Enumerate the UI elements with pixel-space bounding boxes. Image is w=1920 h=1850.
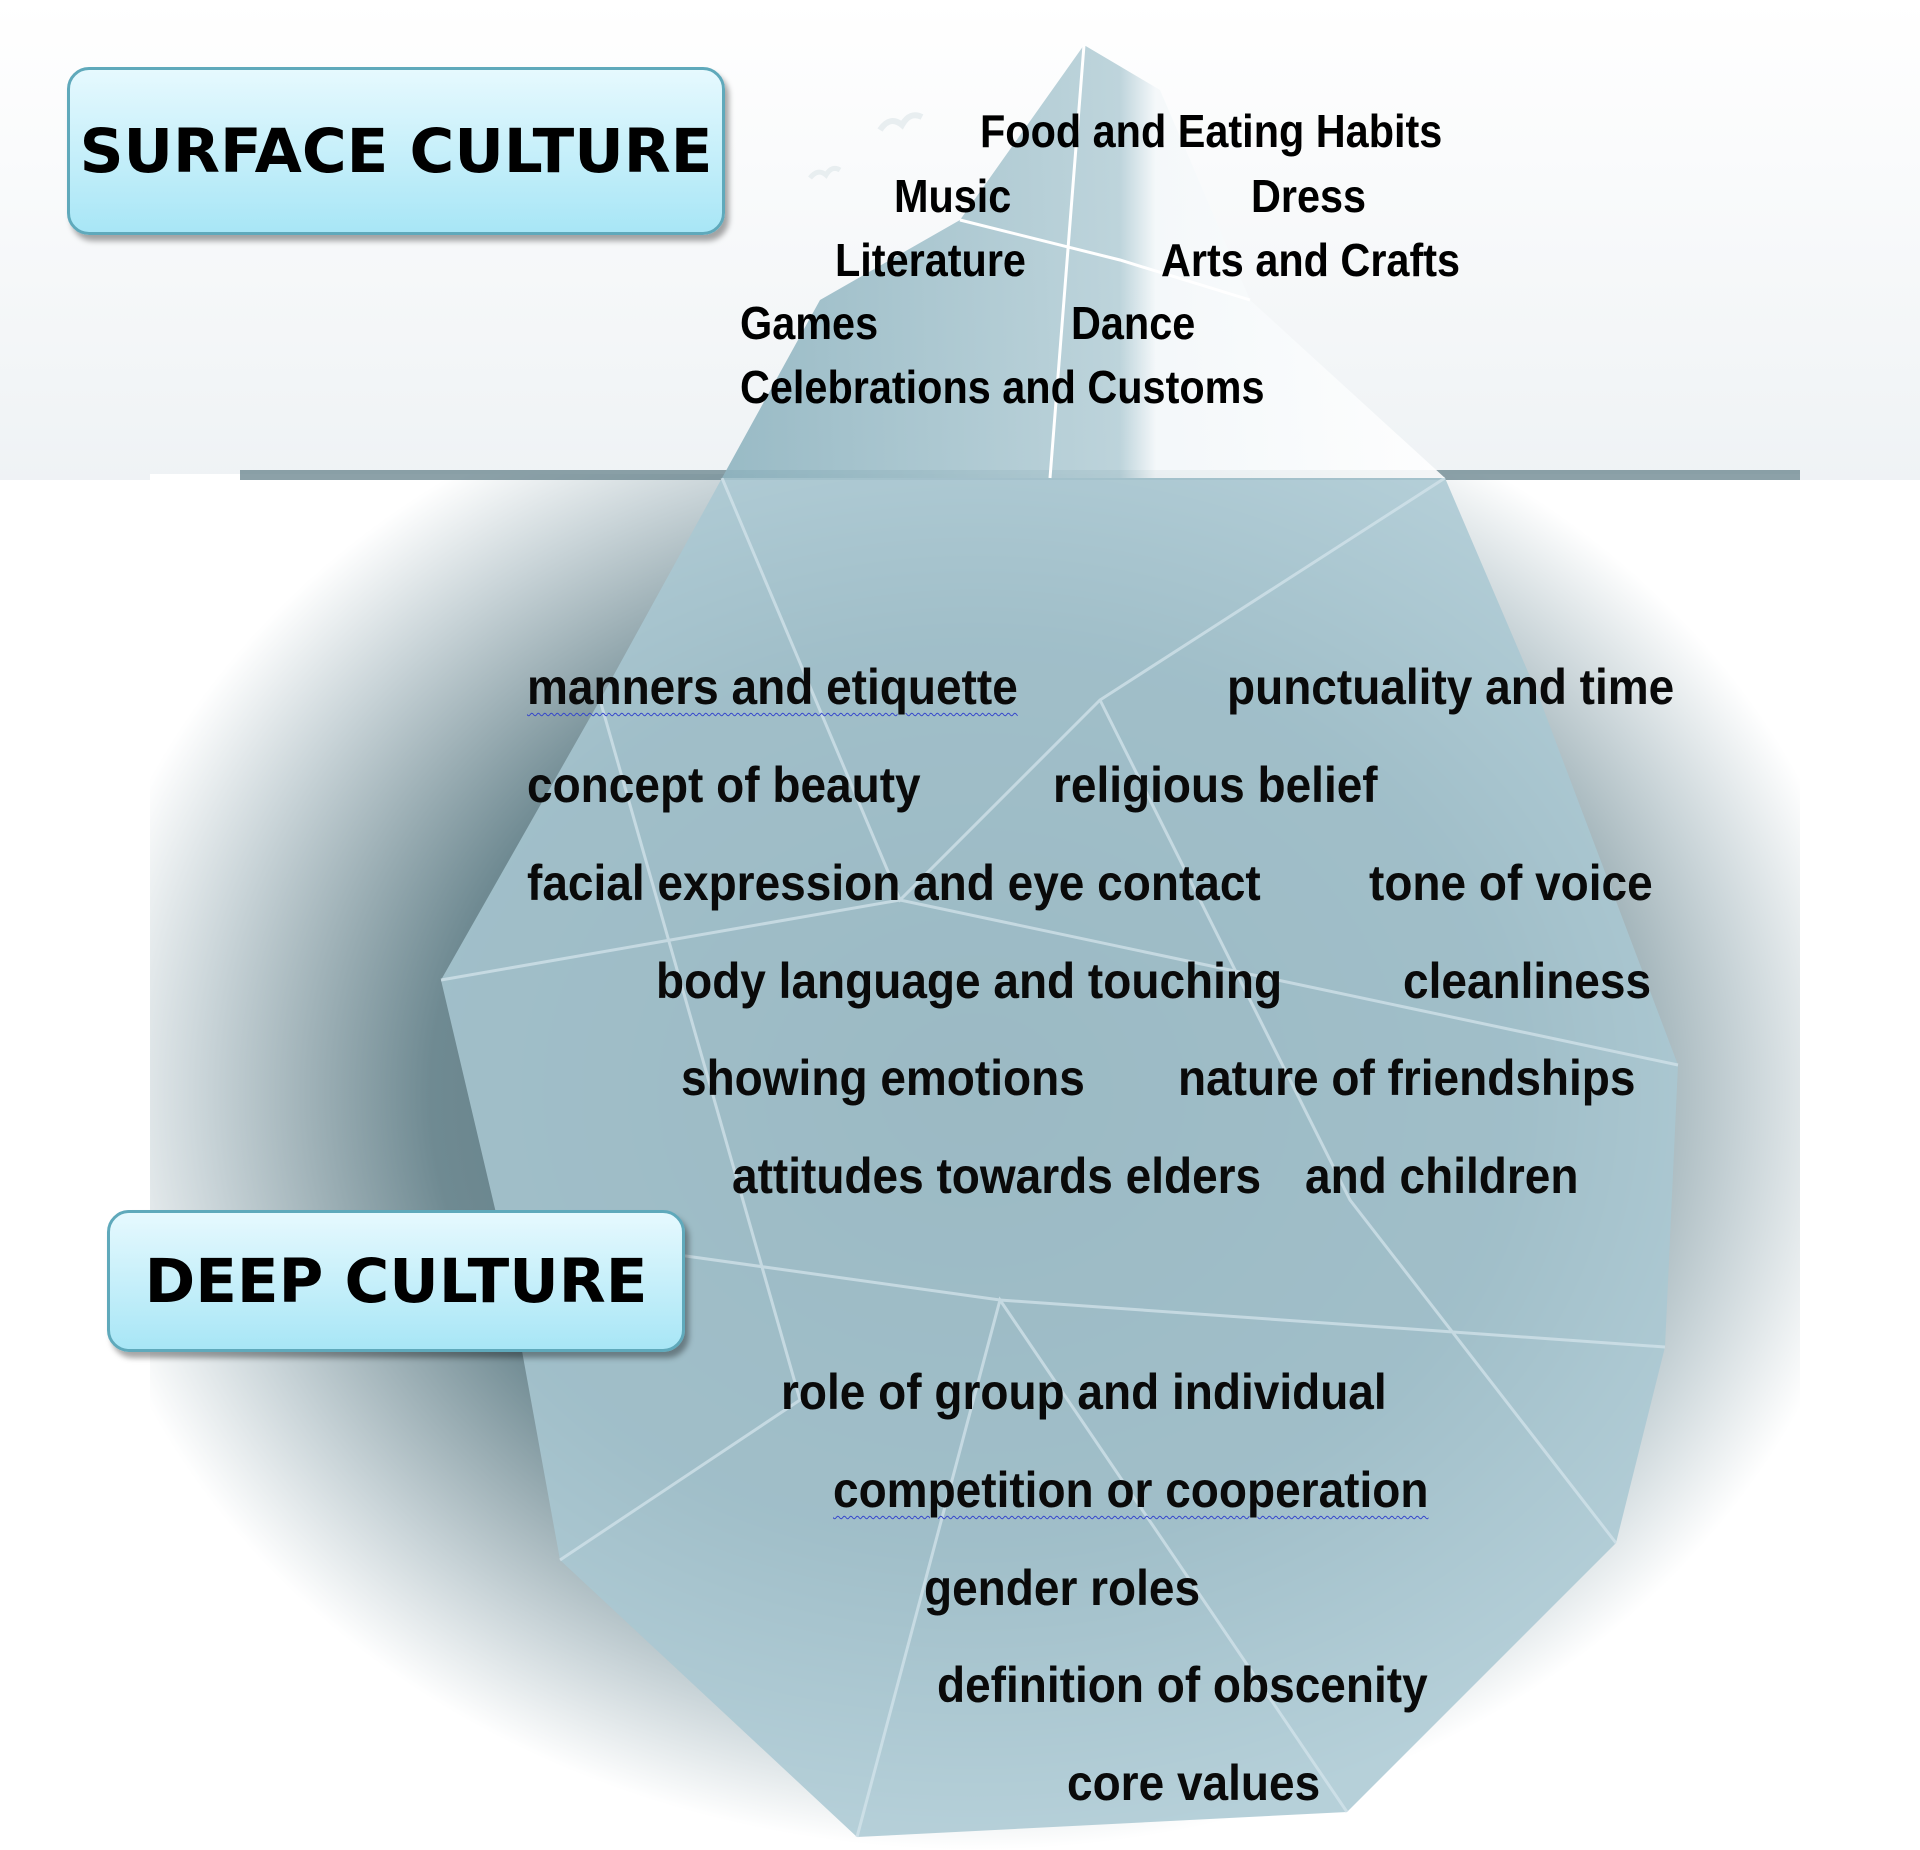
bird-icon — [877, 112, 924, 132]
surface-culture-title: SURFACE CULTURE — [79, 115, 713, 187]
deep-item: religious belief — [1053, 757, 1378, 813]
deep-item: manners and etiquette — [527, 659, 1018, 715]
surface-item: Food and Eating Habits — [980, 105, 1443, 157]
deep-item: nature of friendships — [1178, 1050, 1636, 1106]
deep-item: showing emotions — [681, 1050, 1085, 1106]
iceberg-tip — [722, 45, 1445, 478]
deep-item: punctuality and time — [1227, 659, 1675, 715]
surface-item: Games — [740, 297, 879, 349]
deep-item: cleanliness — [1403, 953, 1652, 1009]
deep-item: body language and touching — [656, 953, 1283, 1009]
surface-item: Dress — [1251, 170, 1367, 222]
deep-item: definition of obscenity — [937, 1657, 1428, 1713]
iceberg-underwater — [441, 478, 1678, 1837]
deep-item: gender roles — [924, 1560, 1201, 1616]
deep-culture-title: DEEP CULTURE — [144, 1245, 648, 1317]
deep-item: competition or cooperation — [833, 1462, 1429, 1518]
deep-item: tone of voice — [1369, 855, 1653, 911]
bird-icon — [808, 165, 842, 180]
surface-item: Dance — [1071, 297, 1196, 349]
deep-item: facial expression and eye contact — [527, 855, 1261, 911]
surface-item: Celebrations and Customs — [740, 361, 1265, 413]
deep-item: concept of beauty — [527, 757, 921, 813]
surface-item: Literature — [835, 234, 1026, 286]
surface-item: Music — [894, 170, 1012, 222]
surface-item: Arts and Crafts — [1161, 234, 1461, 286]
deep-item: and children — [1305, 1148, 1579, 1204]
deep-item: core values — [1067, 1755, 1321, 1811]
deep-item: attitudes towards elders — [732, 1148, 1262, 1204]
deep-item: role of group and individual — [781, 1364, 1387, 1420]
deep-culture-label: DEEP CULTURE — [107, 1210, 685, 1352]
surface-culture-label: SURFACE CULTURE — [67, 67, 725, 235]
